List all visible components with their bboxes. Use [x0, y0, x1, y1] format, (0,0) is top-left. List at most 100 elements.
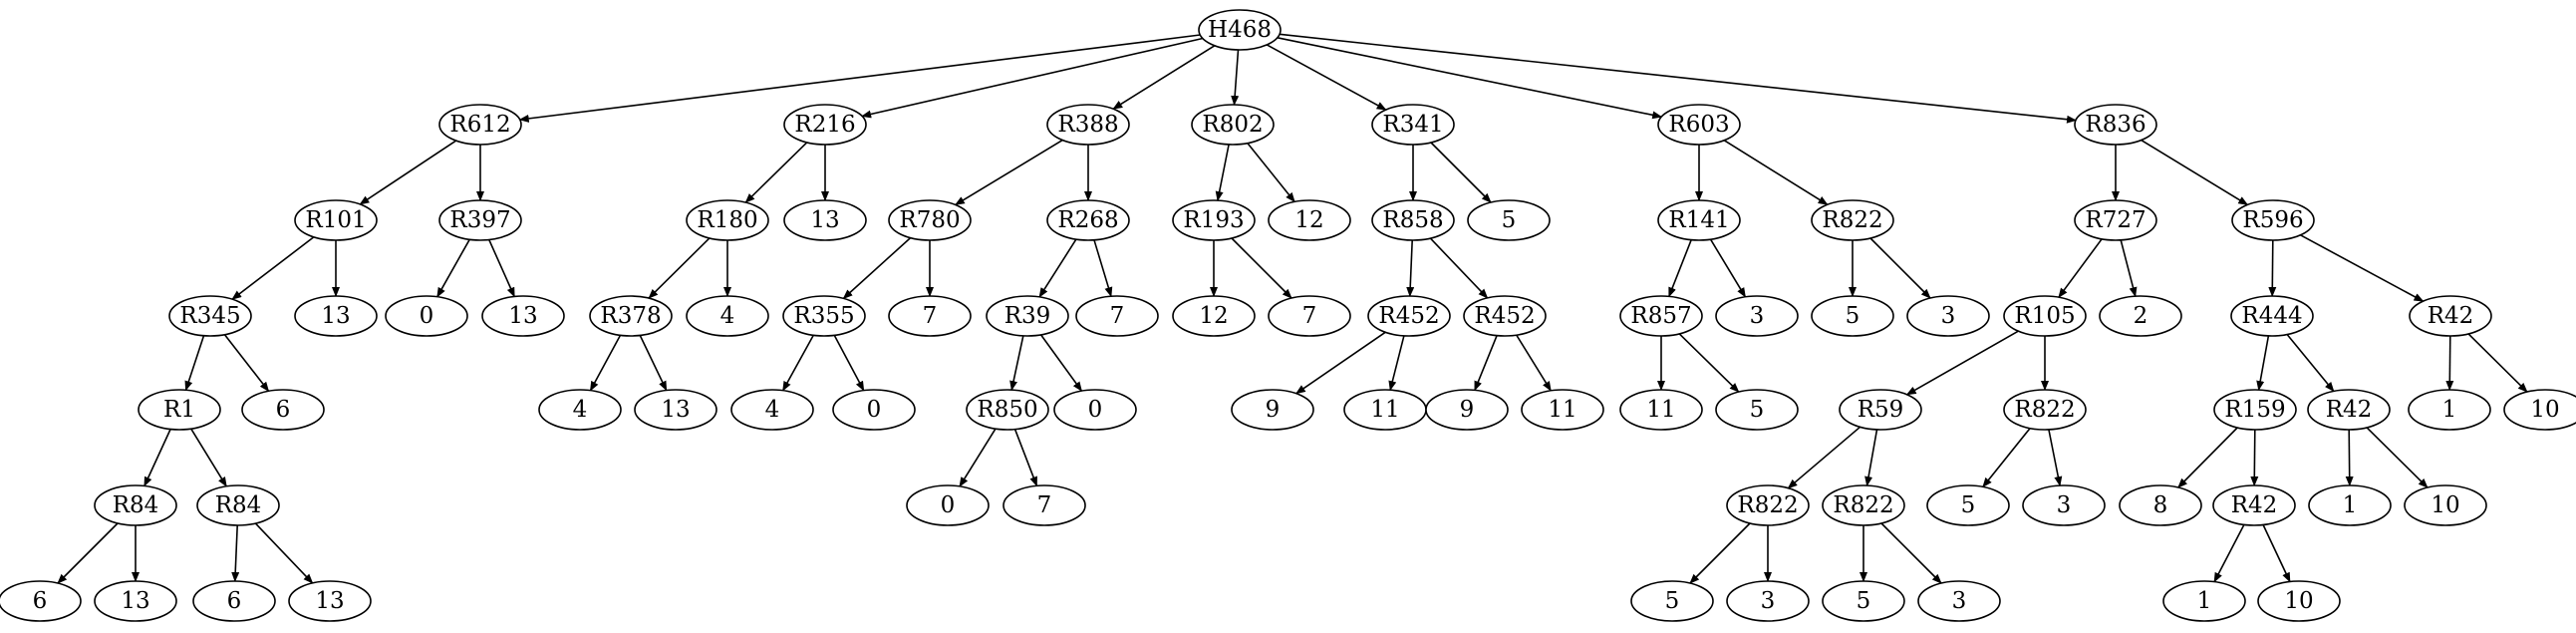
edge-n0-n7 [1279, 33, 2077, 124]
tree-node: 7 [1268, 295, 1351, 337]
edge-n7-n21 [2141, 139, 2249, 206]
node-ellipse [1619, 389, 1703, 431]
node-ellipse [2307, 389, 2391, 431]
node-label: R444 [2241, 303, 2302, 329]
node-label: R84 [215, 492, 262, 518]
tree-node: 0 [1053, 389, 1137, 431]
tree-node: R850 [966, 389, 1049, 431]
edge-n0-n1 [518, 34, 1201, 123]
edge-n18-n36 [1668, 239, 1692, 298]
tree-node: R397 [438, 199, 522, 241]
edge-n65-n78 [231, 524, 240, 582]
node-label: 9 [1266, 397, 1281, 423]
edge-n34-n53 [1388, 335, 1405, 392]
tree-node: 10 [2257, 580, 2341, 622]
node-ellipse [1463, 295, 1547, 337]
node-ellipse [686, 199, 769, 241]
tree-node: R388 [1046, 104, 1130, 146]
tree-node: 12 [1172, 295, 1256, 337]
node-label: R84 [113, 492, 159, 518]
node-label: 6 [33, 588, 48, 614]
tree-node: 11 [1619, 389, 1703, 431]
tree-node: R452 [1463, 295, 1547, 337]
node-label: 7 [923, 303, 938, 329]
node-ellipse [1715, 389, 1799, 431]
tree-node: R596 [2231, 199, 2315, 241]
node-label: 1 [2197, 588, 2212, 614]
tree-node: 9 [1425, 389, 1509, 431]
edge-n12-n28 [842, 237, 912, 300]
node-label: R39 [1004, 303, 1051, 329]
edge-n73-n84 [2213, 524, 2245, 583]
node-label: 3 [1761, 588, 1776, 614]
edge-n22-n45 [223, 334, 270, 393]
edge-n42-n60 [2256, 335, 2270, 392]
edge-n36-n57 [1678, 333, 1740, 393]
tree-node: 7 [1075, 295, 1159, 337]
tree-node: R822 [2003, 389, 2087, 431]
node-label: R612 [449, 112, 510, 138]
tree-node: R39 [986, 295, 1069, 337]
edge-n5-n17 [1430, 142, 1492, 203]
node-label: 0 [1088, 397, 1103, 423]
tree-node: R603 [1657, 104, 1741, 146]
node-ellipse [2408, 389, 2491, 431]
tree-node: 6 [241, 389, 325, 431]
node-label: 10 [2530, 397, 2559, 423]
edge-n43-n63 [2467, 333, 2528, 393]
tree-node: R802 [1191, 104, 1275, 146]
tree-node: 3 [1906, 295, 1990, 337]
node-ellipse [1917, 580, 2001, 622]
node-label: H468 [1208, 17, 1272, 43]
tree-node: R59 [1839, 389, 1922, 431]
node-label: R268 [1057, 207, 1118, 233]
tree-node: 5 [1926, 484, 2010, 526]
edge-n6-n19 [1723, 140, 1829, 205]
node-ellipse [168, 295, 252, 337]
tree-node: R836 [2074, 104, 2157, 146]
node-label: R355 [793, 303, 854, 329]
node-label: R105 [2014, 303, 2075, 329]
node-label: 12 [1199, 303, 1228, 329]
edge-n1-n8 [359, 140, 457, 205]
tree-node: 11 [1343, 389, 1427, 431]
node-ellipse [1726, 484, 1810, 526]
node-ellipse [1172, 199, 1256, 241]
node-ellipse [1906, 295, 1990, 337]
tree-node: 12 [1268, 199, 1351, 241]
node-ellipse [783, 104, 867, 146]
node-ellipse [438, 199, 522, 241]
tree-node: 7 [1002, 484, 1086, 526]
node-ellipse [1521, 389, 1604, 431]
node-label: R822 [2014, 397, 2075, 423]
node-ellipse [2257, 580, 2341, 622]
node-ellipse [1268, 295, 1351, 337]
edge-n21-n42 [2268, 239, 2277, 297]
node-label: R857 [1630, 303, 1691, 329]
node-ellipse [832, 389, 916, 431]
edge-n8-n22 [231, 236, 315, 300]
node-ellipse [2119, 484, 2202, 526]
node-label: 12 [1294, 207, 1323, 233]
edge-n16-n34 [1406, 239, 1415, 297]
node-label: 13 [121, 588, 149, 614]
edge-n73-n85 [2262, 524, 2291, 583]
tree-node: 13 [634, 389, 717, 431]
edge-n50-n66 [959, 428, 997, 487]
tree-node: 3 [1726, 580, 1810, 622]
node-label: R216 [794, 112, 855, 138]
edge-n69-n83 [1880, 522, 1942, 584]
tree-node: R341 [1371, 104, 1455, 146]
node-label: R397 [449, 207, 510, 233]
edge-n16-n35 [1429, 237, 1489, 299]
tree-node: R355 [782, 295, 866, 337]
node-label: R193 [1183, 207, 1244, 233]
edge-n28-n48 [781, 334, 815, 392]
node-label: 7 [1302, 303, 1317, 329]
edge-n2-n10 [744, 142, 808, 203]
node-ellipse [1467, 199, 1551, 241]
node-ellipse [1657, 199, 1741, 241]
node-ellipse [1619, 295, 1703, 337]
tree-node: R42 [2307, 389, 2391, 431]
tree-node: 1 [2408, 389, 2491, 431]
